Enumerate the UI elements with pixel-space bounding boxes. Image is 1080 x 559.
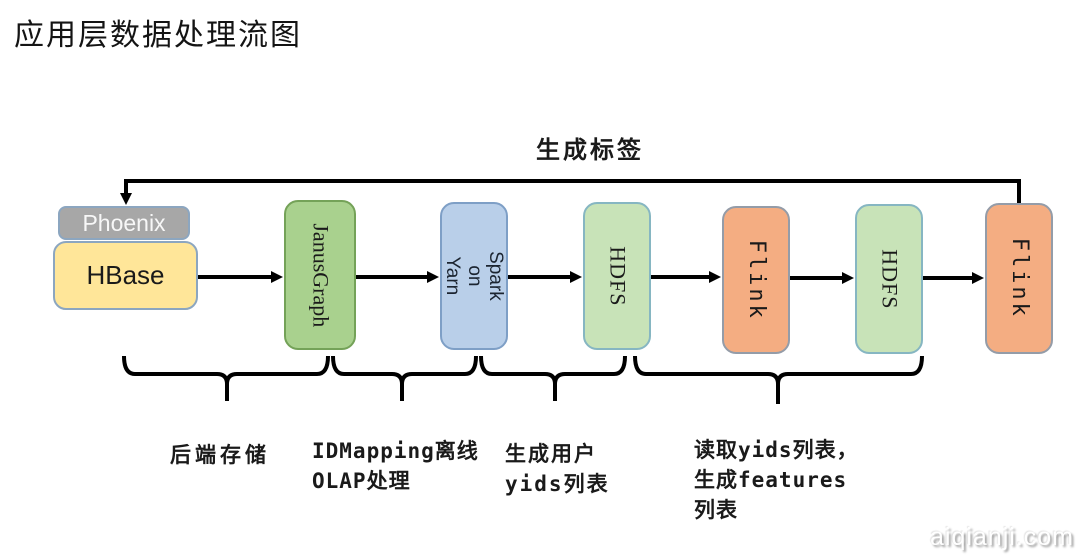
node-hdfs-1: HDFS: [583, 202, 651, 350]
bracket-generate-yids: [479, 355, 627, 401]
feedback-arrow-label: 生成标签: [536, 137, 644, 164]
page-title: 应用层数据处理流图: [14, 19, 302, 52]
group-label-read-yids-features: 读取yids列表， 生成features 列表: [694, 438, 859, 522]
node-flink-1: Flink: [722, 206, 790, 354]
node-hdfs-2-label: HDFS: [877, 248, 903, 310]
node-hdfs-2: HDFS: [855, 204, 923, 354]
node-flink-1-label: Flink: [744, 239, 770, 321]
node-hbase-label: HBase: [86, 260, 165, 290]
node-janusgraph: JanusGraph: [284, 200, 356, 350]
bracket-idmapping-olap: [331, 355, 478, 401]
node-spark-on-yarn: Spark on Yarn: [440, 202, 508, 350]
bracket-backend-storage: [122, 355, 330, 401]
group-label-generate-yids: 生成用户 yids列表: [505, 442, 610, 496]
node-flink-2: Flink: [985, 203, 1053, 354]
node-phoenix-label: Phoenix: [82, 209, 166, 236]
node-hbase: HBase: [53, 241, 198, 310]
node-flink-2-label: Flink: [1007, 237, 1033, 320]
node-phoenix: Phoenix: [58, 206, 190, 240]
group-label-idmapping-olap: IDMapping离线 OLAP处理: [312, 439, 479, 493]
feedback-arrow-flink2-to-phoenix: [120, 179, 1021, 205]
group-label-backend-storage: 后端存储: [170, 443, 270, 467]
node-hdfs-1-label: HDFS: [605, 245, 631, 307]
bracket-read-yids-features: [633, 355, 924, 404]
node-janusgraph-label: JanusGraph: [308, 223, 334, 327]
node-spark-on-yarn-label: Spark on Yarn: [442, 251, 506, 301]
watermark: aiqianji.com: [929, 523, 1074, 551]
